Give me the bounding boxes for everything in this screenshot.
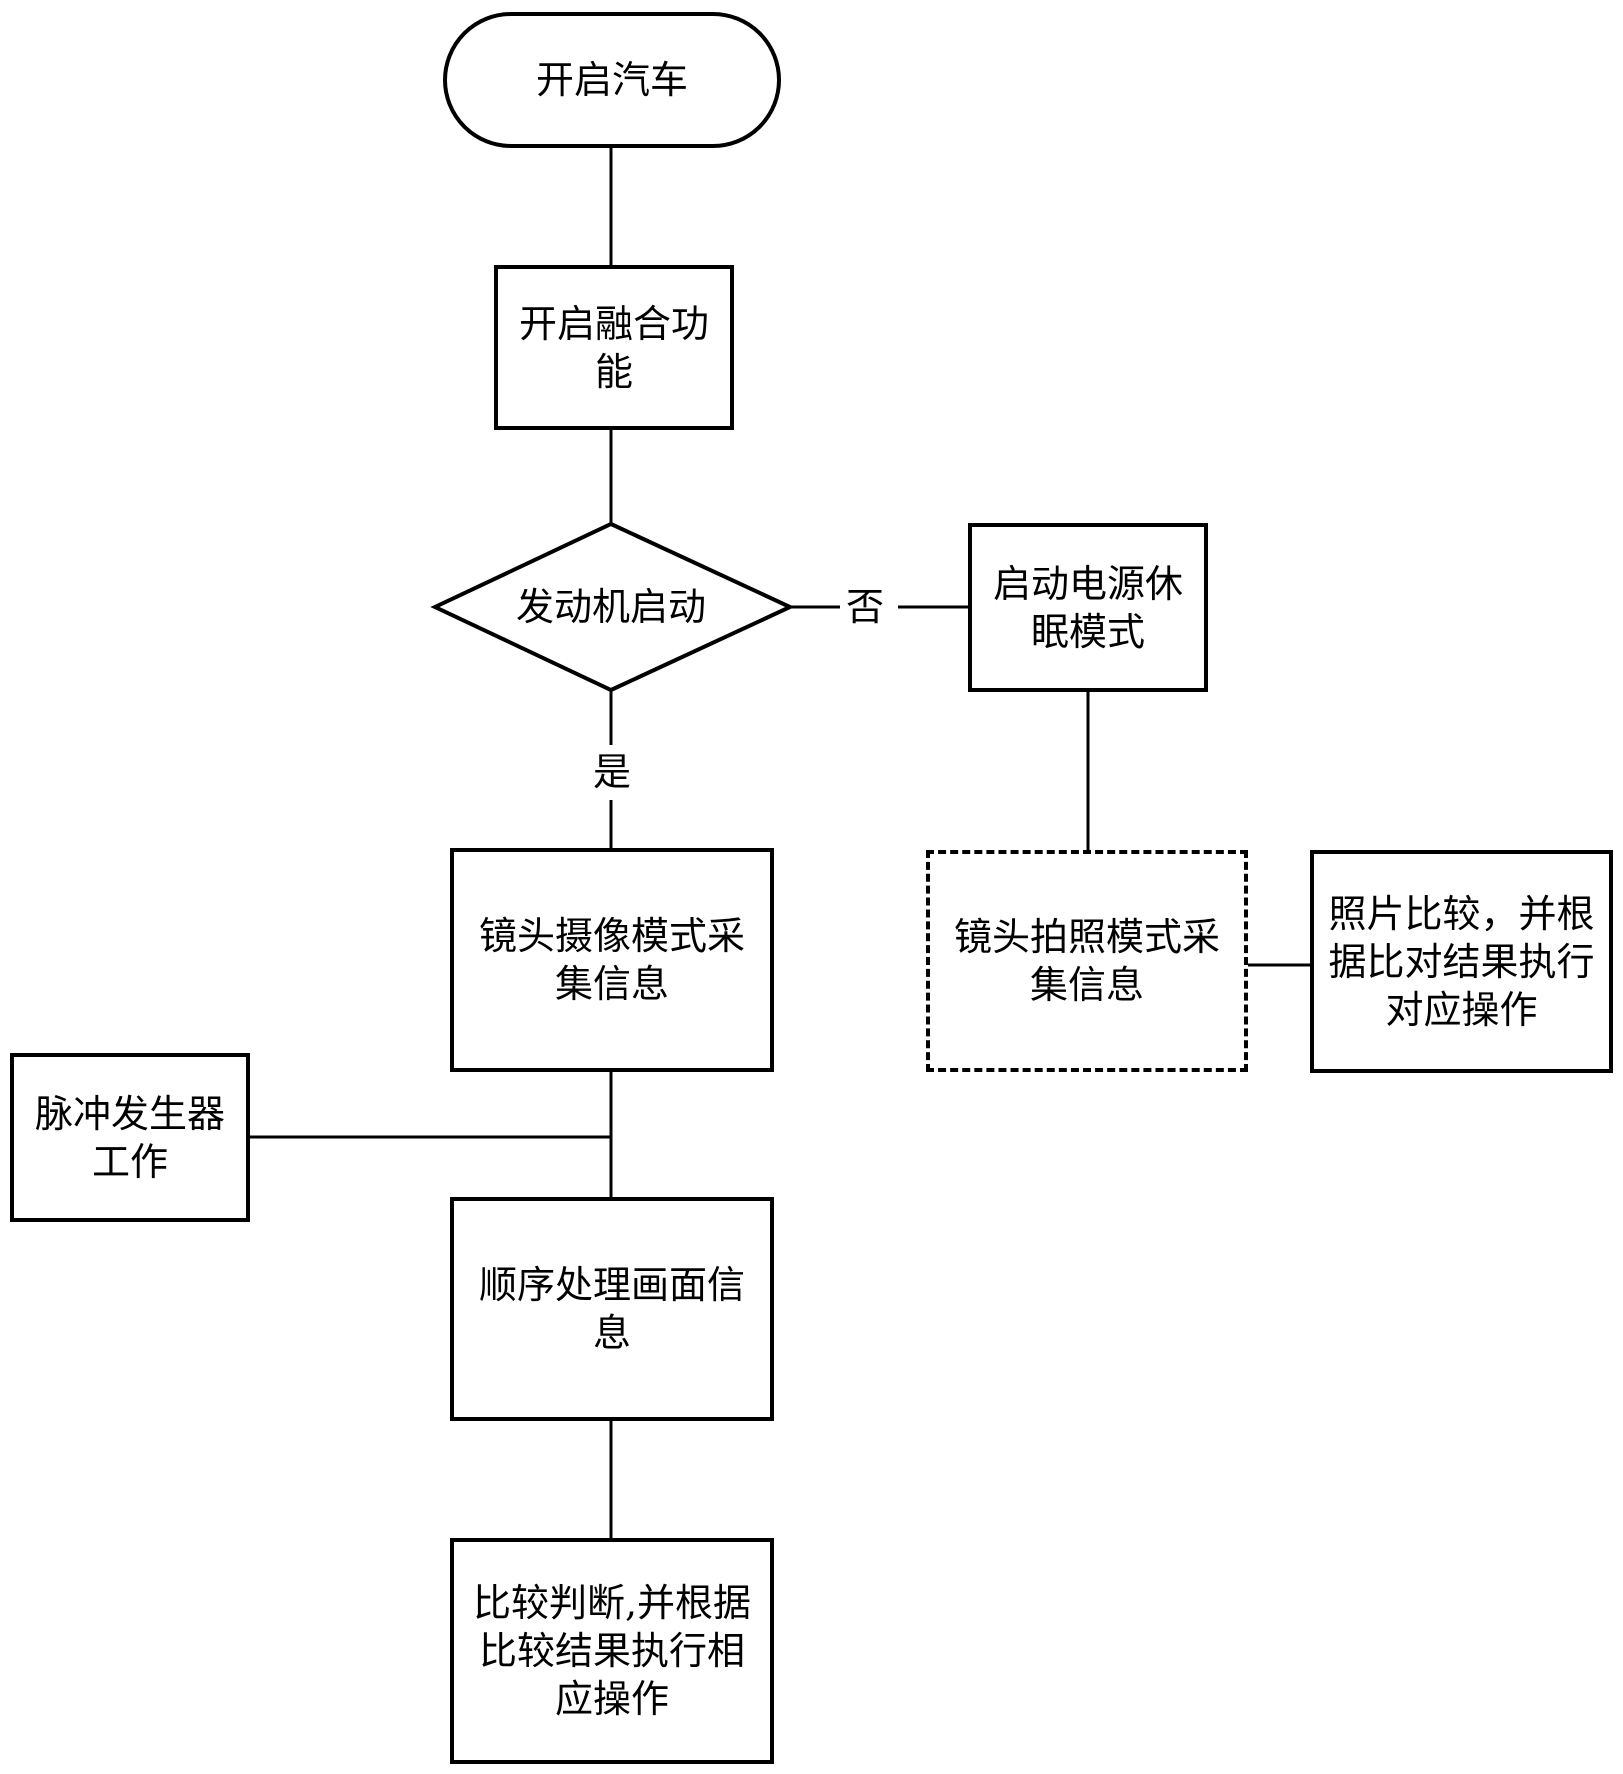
decision-label: 发动机启动 — [515, 585, 706, 629]
compare-judge-label-line3: 应操作 — [554, 1677, 669, 1721]
photo-compare-label-line1: 照片比较，并根 — [1328, 891, 1595, 936]
pulse-generator-label-line1: 脉冲发生器 — [34, 1091, 225, 1136]
enable-fusion-label-line2: 能 — [594, 349, 633, 394]
decision-node: 发动机启动 — [470, 580, 752, 634]
decision-diamond — [430, 521, 795, 693]
compare-judge-label-line1: 比较判断,并根据 — [472, 1581, 752, 1625]
photo-compare-label-line3: 对应操作 — [1385, 987, 1538, 1032]
process-frames-label-line2: 息 — [592, 1311, 631, 1355]
yes-branch-label: 是 — [589, 750, 636, 794]
process-frames-label-line1: 顺序处理画面信 — [478, 1263, 745, 1307]
start-node-label: 开启汽车 — [535, 58, 688, 102]
pulse-generator-label-line2: 工作 — [91, 1139, 168, 1184]
enable-fusion-node: 开启融合功 能 — [494, 265, 734, 430]
enable-fusion-label-line1: 开启融合功 — [518, 301, 709, 346]
pulse-generator-node: 脉冲发生器 工作 — [10, 1053, 250, 1222]
sleep-mode-label-line2: 眠模式 — [1030, 609, 1145, 654]
compare-judge-node: 比较判断,并根据 比较结果执行相 应操作 — [450, 1538, 774, 1764]
process-frames-node: 顺序处理画面信 息 — [450, 1197, 774, 1421]
photo-compare-label-line2: 据比对结果执行 — [1328, 939, 1595, 984]
start-node: 开启汽车 — [443, 12, 781, 148]
video-capture-label-line1: 镜头摄像模式采 — [478, 914, 745, 958]
photo-capture-node: 镜头拍照模式采 集信息 — [926, 850, 1248, 1072]
sleep-mode-node: 启动电源休 眠模式 — [968, 523, 1208, 692]
compare-judge-label-line2: 比较结果执行相 — [478, 1629, 745, 1673]
sleep-mode-label-line1: 启动电源休 — [992, 561, 1183, 606]
video-capture-label-line2: 集信息 — [554, 962, 669, 1006]
no-branch-label: 否 — [842, 585, 889, 629]
photo-capture-label-line2: 集信息 — [1029, 963, 1144, 1007]
video-capture-node: 镜头摄像模式采 集信息 — [450, 848, 774, 1072]
photo-compare-node: 照片比较，并根 据比对结果执行 对应操作 — [1310, 850, 1613, 1073]
photo-capture-label-line1: 镜头拍照模式采 — [953, 915, 1220, 959]
